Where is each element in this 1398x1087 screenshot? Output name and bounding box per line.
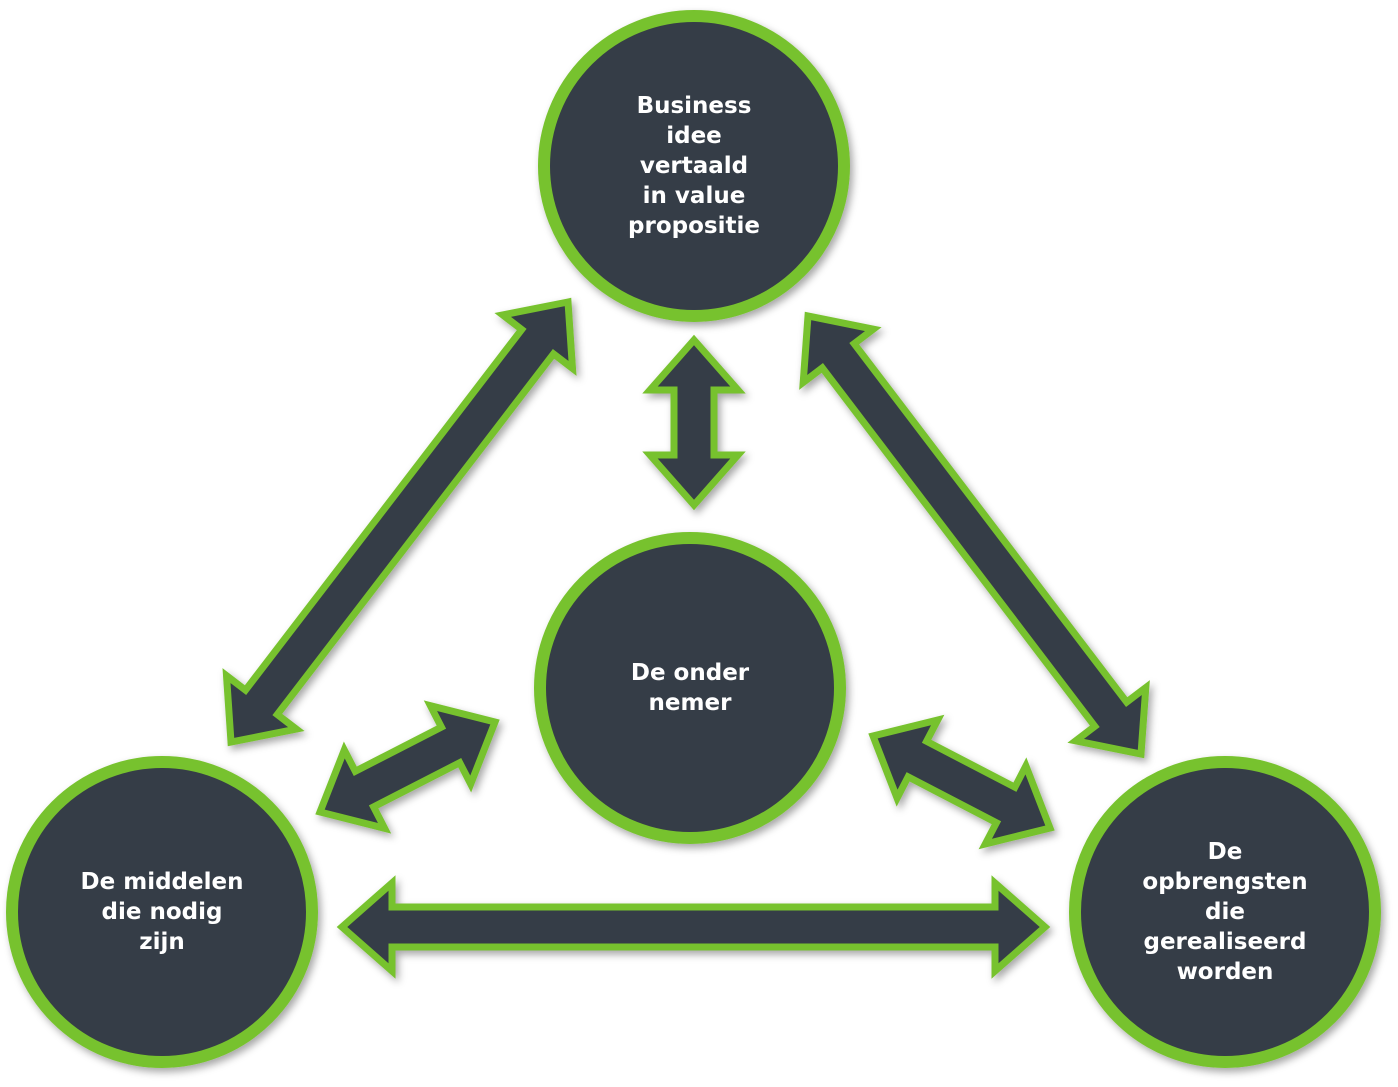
arrow-top-center [642, 334, 746, 511]
arrow-top-right [799, 311, 1150, 759]
node-right-circle [1069, 756, 1381, 1068]
arrow-center-right [868, 714, 1055, 850]
node-left-circle [6, 756, 318, 1068]
arrow-center-left [315, 700, 500, 834]
arrow-top-left [222, 297, 577, 747]
node-top-circle [538, 10, 850, 322]
node-center-circle [534, 532, 846, 844]
arrow-left-right [336, 875, 1051, 979]
